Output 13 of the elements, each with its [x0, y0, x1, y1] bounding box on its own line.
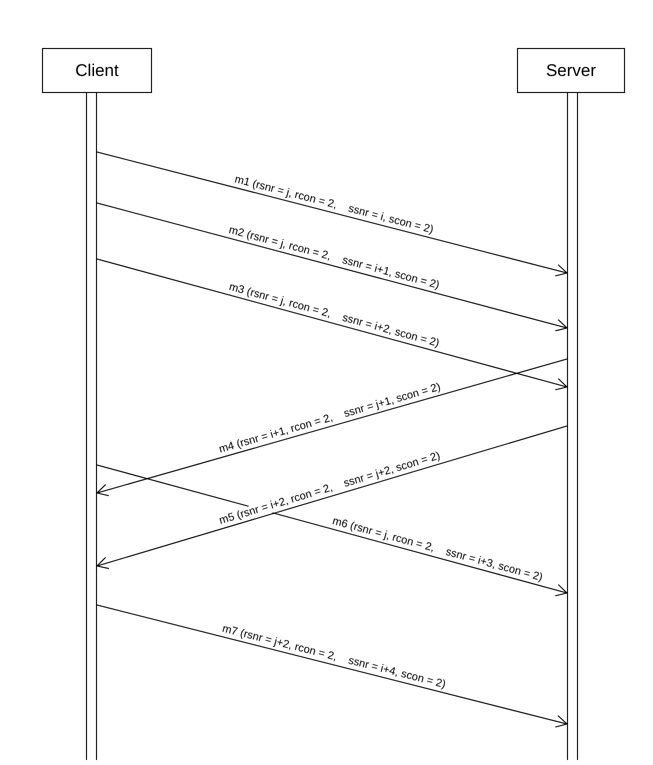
message-arrow [96, 426, 568, 570]
lifeline-bar [567, 93, 578, 760]
message-arrow [96, 358, 568, 496]
message-arrow [96, 604, 568, 728]
participant-name: Client [75, 60, 119, 80]
lifeline-bar [86, 93, 97, 760]
participant-box [517, 48, 625, 93]
message-arrow [96, 152, 568, 277]
message-arrow [96, 202, 568, 332]
participant-box [42, 48, 152, 93]
participant-name: Server [546, 60, 596, 80]
message-arrow [96, 464, 568, 596]
message-arrow [96, 258, 568, 390]
